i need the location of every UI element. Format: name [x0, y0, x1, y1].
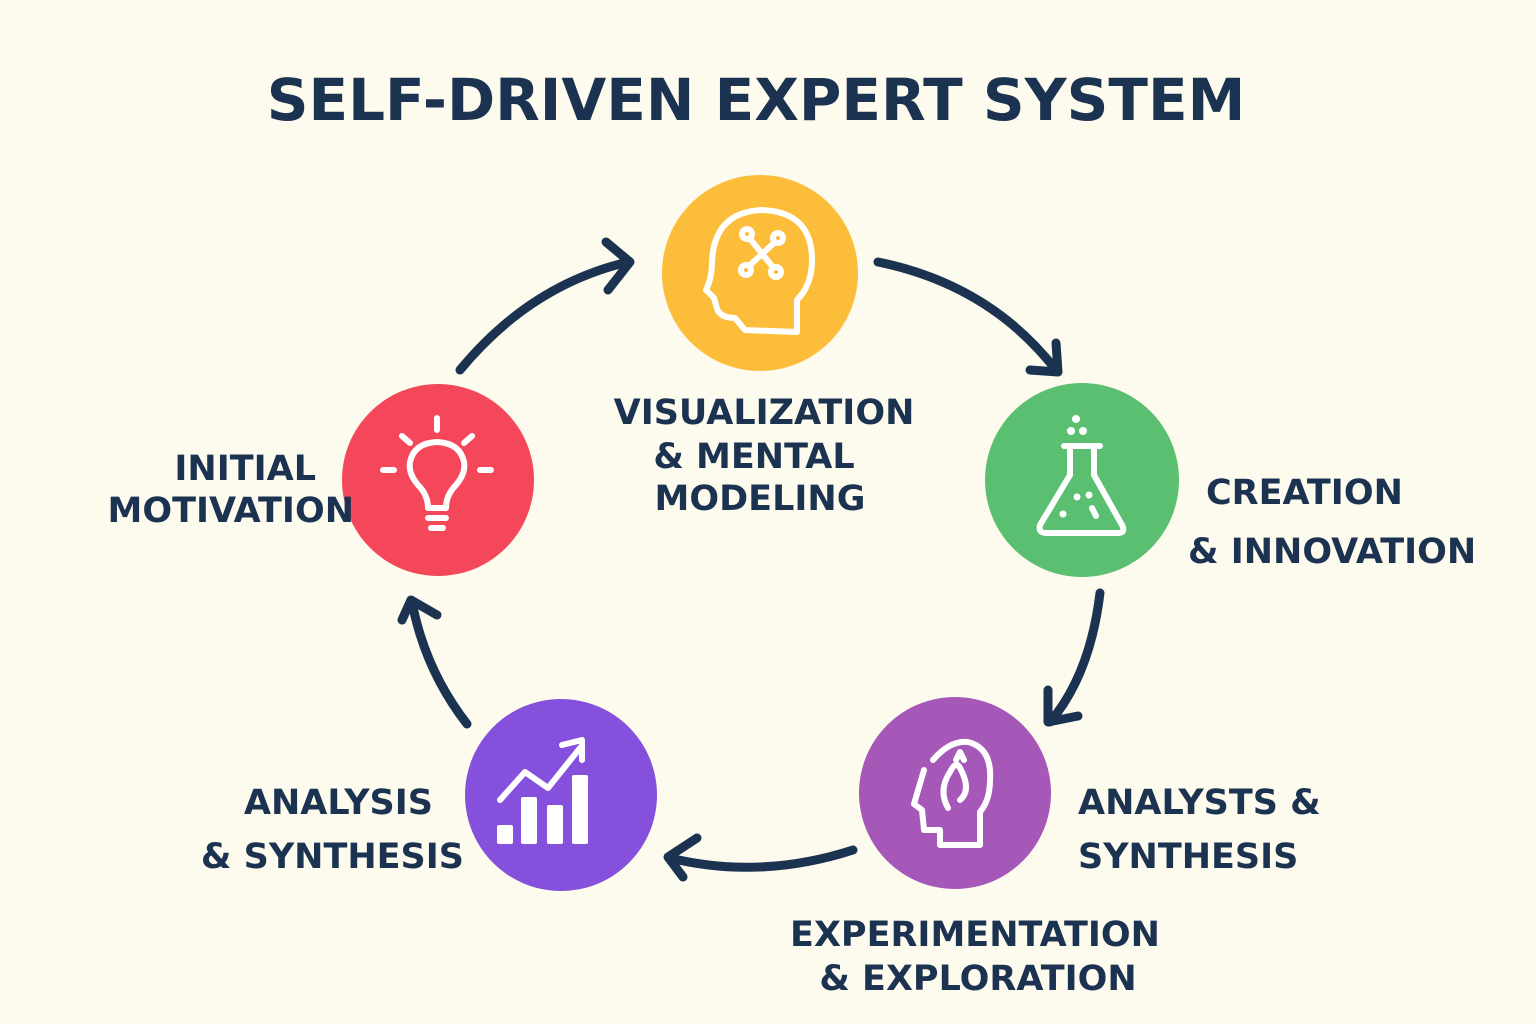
svg-text:MODELING: MODELING [655, 479, 866, 519]
svg-text:& EXPLORATION: & EXPLORATION [819, 959, 1136, 999]
svg-text:ANALYSIS: ANALYSIS [244, 783, 433, 823]
diagram-title: SELF-DRIVEN EXPERT SYSTEM [267, 66, 1246, 134]
svg-text:& MENTAL: & MENTAL [653, 437, 854, 477]
stage-visualization: VISUALIZATION & MENTAL MODELING [614, 175, 915, 519]
arrow-experimentation-to-analysis [663, 833, 858, 882]
svg-text:& INNOVATION: & INNOVATION [1188, 532, 1476, 572]
svg-text:VISUALIZATION: VISUALIZATION [614, 393, 915, 433]
arrow-visualization-to-creation [873, 257, 1063, 377]
arrow-analysis-to-motivation [397, 595, 472, 729]
svg-text:ANALYSTS &: ANALYSTS & [1078, 783, 1321, 823]
arrow-creation-to-experimentation [1043, 588, 1105, 727]
stage-creation: CREATION & INNOVATION [985, 383, 1476, 577]
svg-text:EXPERIMENTATION: EXPERIMENTATION [790, 915, 1160, 955]
stage-motivation: INITIAL MOTIVATION [107, 384, 534, 576]
svg-text:MOTIVATION: MOTIVATION [107, 491, 354, 531]
svg-text:INITIAL: INITIAL [174, 449, 316, 489]
stage-experimentation: ANALYSTS & SYNTHESIS EXPERIMENTATION & E… [790, 697, 1321, 999]
head-insight-icon [911, 738, 994, 848]
lightbulb-icon [380, 415, 494, 531]
bar-chart-icon [497, 737, 588, 844]
arrow-motivation-to-visualization [455, 237, 635, 375]
flask-icon [1036, 415, 1127, 536]
stage-analysis: ANALYSIS & SYNTHESIS [201, 699, 657, 891]
svg-text:CREATION: CREATION [1206, 473, 1403, 513]
svg-text:SYNTHESIS: SYNTHESIS [1078, 837, 1298, 877]
svg-text:& SYNTHESIS: & SYNTHESIS [201, 837, 464, 877]
head-network-icon [703, 207, 815, 335]
